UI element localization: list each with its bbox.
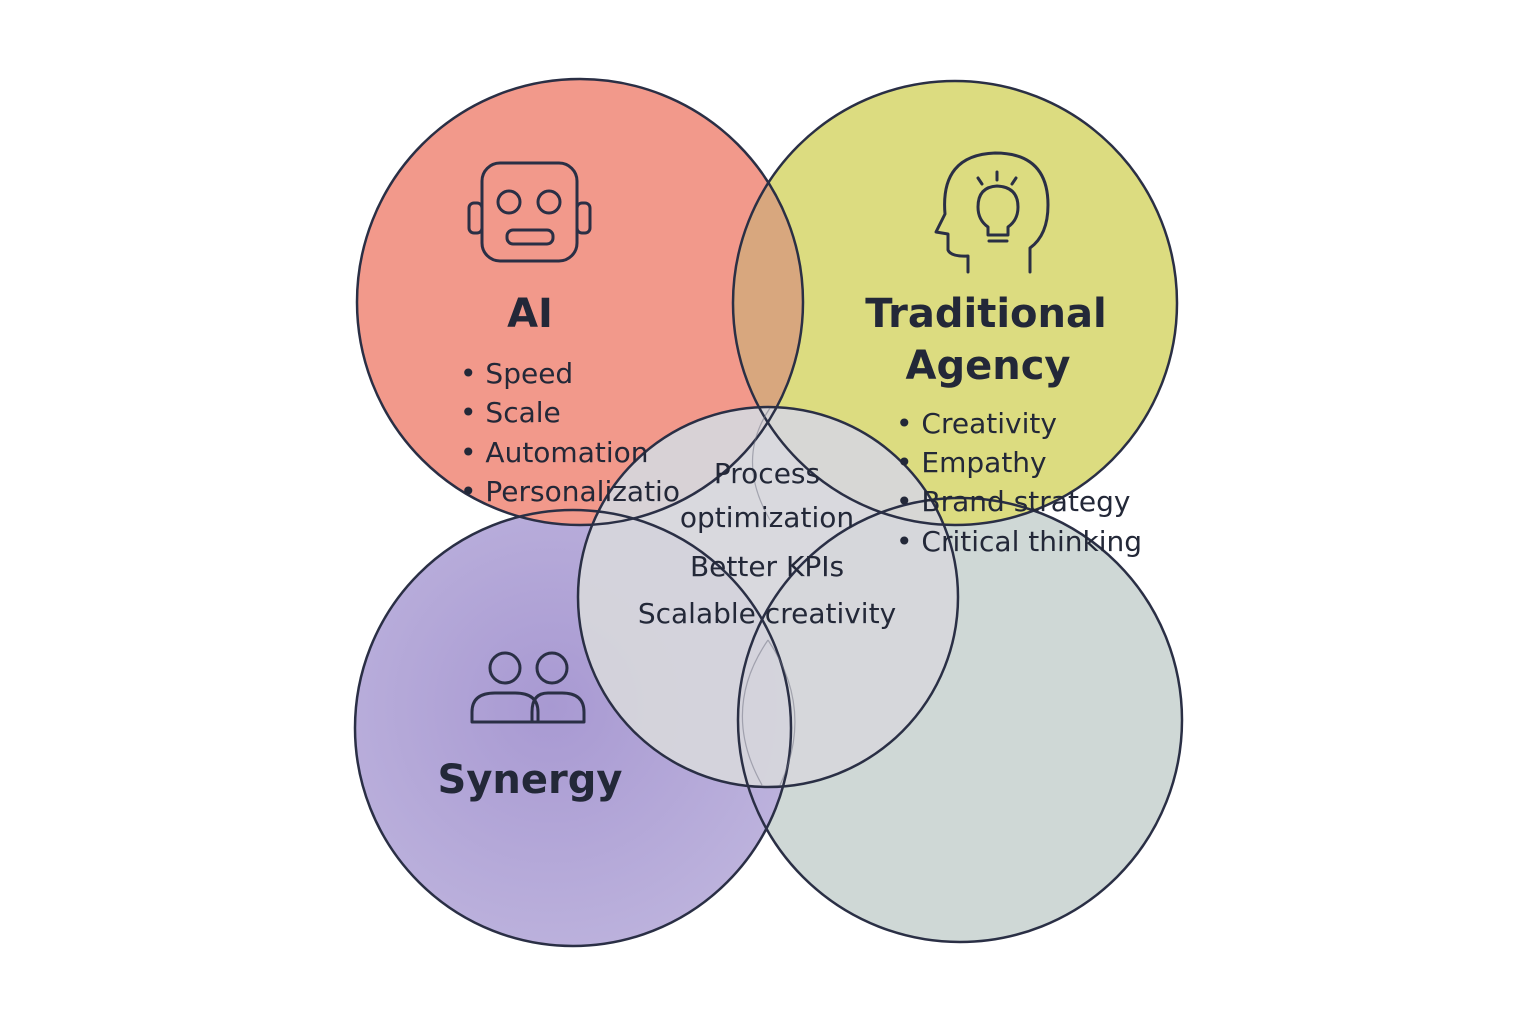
traditional-agency-circle: [733, 81, 1177, 525]
center-circle: [578, 407, 958, 787]
center-line-scalable-creativity: Scalable creativity: [638, 597, 896, 630]
traditional-item-creativity: • Creativity: [896, 407, 1057, 440]
robot-icon: [467, 161, 592, 263]
center-line-optimization: optimization: [680, 501, 854, 534]
ai-item-speed: • Speed: [460, 357, 573, 390]
synergy-title: Synergy: [438, 757, 623, 803]
people-icon: [470, 651, 586, 724]
ai-item-personalization: • Personalizatio: [460, 475, 680, 508]
traditional-title-line1: Traditional: [865, 291, 1106, 337]
ai-title: AI: [507, 291, 553, 337]
traditional-item-critical-thinking: • Critical thinking: [896, 525, 1142, 558]
ai-circle: [357, 79, 803, 525]
ai-item-scale: • Scale: [460, 396, 561, 429]
ai-item-automation: • Automation: [460, 436, 649, 469]
center-line-process: Process: [714, 457, 820, 490]
head-lightbulb-icon: [934, 151, 1050, 274]
traditional-item-brand-strategy: • Brand strategy: [896, 485, 1131, 518]
traditional-title-line2: Agency: [906, 343, 1071, 389]
traditional-item-empathy: • Empathy: [896, 446, 1047, 479]
center-line-better-kpis: Better KPIs: [690, 550, 844, 583]
